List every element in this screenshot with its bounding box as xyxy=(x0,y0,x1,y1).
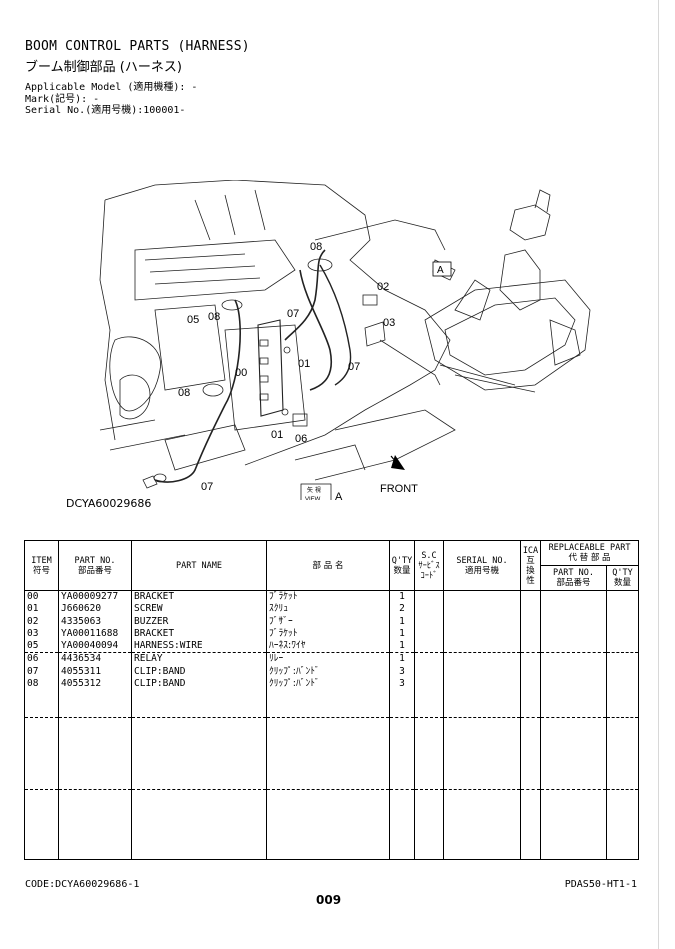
serial-line: Serial No.(適用号機):100001- xyxy=(25,105,186,116)
callout-07-a: 07 xyxy=(287,308,299,320)
meta-block: Applicable Model (適用機種): - Mark(記号): - S… xyxy=(25,82,197,117)
callout-00: 00 xyxy=(235,367,247,379)
diagram-code: DCYA60029686 xyxy=(66,497,152,510)
callout-02: 02 xyxy=(377,281,389,293)
callout-08-a: 08 xyxy=(310,241,322,253)
table-row-empty xyxy=(24,717,640,790)
callouts: 08 02 03 07 05 08 01 07 00 08 01 06 07 xyxy=(178,241,395,493)
view-label-jp: 矢 視 xyxy=(307,486,321,494)
view-letter: A xyxy=(335,491,343,500)
page-number: 009 xyxy=(316,893,342,907)
callout-01-a: 01 xyxy=(298,358,310,370)
callout-08-c: 08 xyxy=(178,387,190,399)
applicable-model: Applicable Model (適用機種): - xyxy=(25,82,198,93)
table-row-empty xyxy=(24,690,640,718)
front-label: FRONT xyxy=(380,483,418,495)
title-en: BOOM CONTROL PARTS (HARNESS) xyxy=(25,39,250,54)
detail-a-box xyxy=(432,261,452,277)
col-partno: PART NO.部品番号 xyxy=(58,540,132,591)
col-serial: SERIAL NO.適用号機 xyxy=(443,540,521,591)
title-jp: ブーム制御部品 (ハーネス) xyxy=(25,60,182,75)
callout-07-b: 07 xyxy=(348,361,360,373)
col-partname-jp: 部 品 名 xyxy=(266,540,390,591)
table-row-empty xyxy=(24,789,640,861)
footer-code: CODE:DCYA60029686-1 xyxy=(25,879,140,890)
view-label-en: VIEW xyxy=(305,497,321,500)
callout-05: 05 xyxy=(187,314,199,326)
col-partname-en: PART NAME xyxy=(131,540,267,591)
page-edge xyxy=(658,0,659,949)
callout-03: 03 xyxy=(383,317,395,329)
mark-line: Mark(記号): - xyxy=(25,93,100,105)
parts-illustration: 08 02 03 07 05 08 01 07 00 08 01 06 07 A… xyxy=(99,180,591,500)
footer-ref: PDAS50-HT1-1 xyxy=(564,879,637,890)
col-repl-partno: PART NO.部品番号 xyxy=(540,565,607,591)
callout-06: 06 xyxy=(295,433,307,445)
detail-a-letter: A xyxy=(437,265,444,276)
callout-08-b: 08 xyxy=(208,311,220,323)
callout-01-b: 01 xyxy=(271,429,283,441)
callout-07-c: 07 xyxy=(201,481,213,493)
